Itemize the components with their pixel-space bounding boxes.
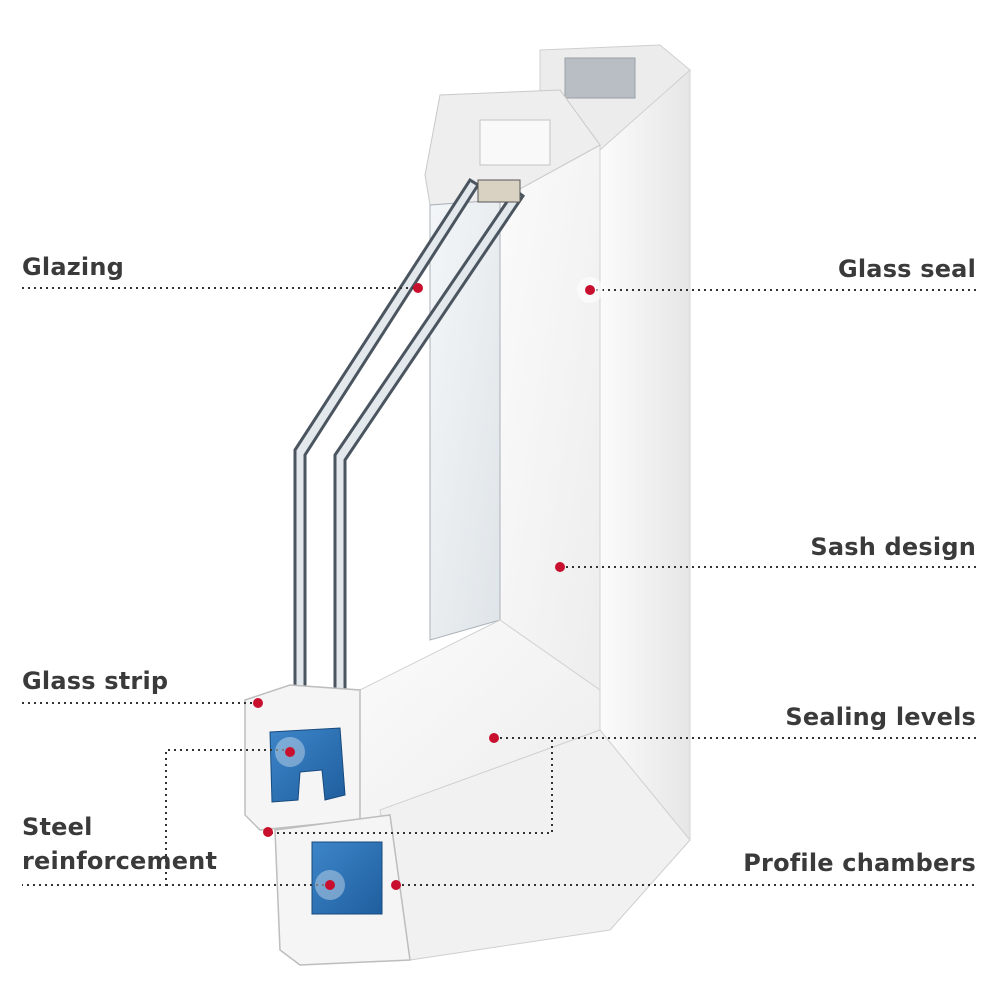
- leader-steel-reinforcement: [22, 749, 290, 886]
- marker-sash-design: [555, 562, 565, 572]
- label-steel-line2: reinforcement: [22, 847, 218, 875]
- label-steel-reinforcement: Steel reinforcement: [22, 810, 217, 878]
- frame-steel-reinforcement: [311, 841, 383, 915]
- label-glazing: Glazing: [22, 253, 124, 281]
- sash-top-chamber: [479, 119, 551, 166]
- marker-glazing: [413, 283, 423, 293]
- label-glass-strip: Glass strip: [22, 667, 169, 695]
- leader-lines: [22, 287, 978, 886]
- marker-glass-strip: [253, 698, 263, 708]
- leader-sealing-levels-branch: [270, 740, 553, 834]
- marker-glass-seal: [585, 285, 595, 295]
- markers: [253, 277, 603, 900]
- glazing-spacer-top: [477, 179, 521, 203]
- label-sash-design: Sash design: [810, 533, 976, 561]
- label-glass-seal: Glass seal: [837, 255, 976, 283]
- marker-steel-upper: [285, 747, 295, 757]
- label-sealing-levels: Sealing levels: [785, 703, 976, 731]
- marker-sealing-levels: [489, 733, 499, 743]
- label-steel-line1: Steel: [22, 813, 93, 841]
- marker-sealing-levels-lower: [263, 827, 273, 837]
- marker-profile-chambers: [391, 880, 401, 890]
- frame-top-steel: [564, 57, 636, 99]
- sash-steel-reinforcement: [269, 727, 346, 803]
- marker-steel-lower: [325, 880, 335, 890]
- label-profile-chambers: Profile chambers: [743, 849, 976, 877]
